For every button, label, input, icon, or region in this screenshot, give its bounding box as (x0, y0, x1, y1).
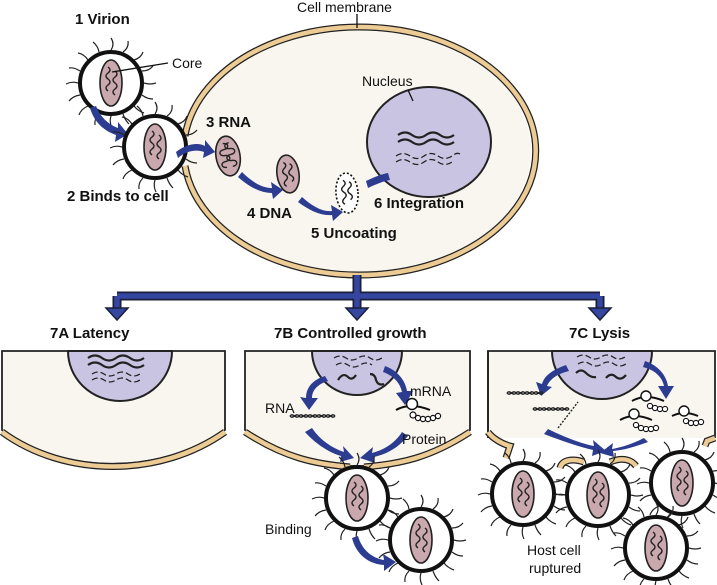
host-cell-ruptured-label-2: ruptured (529, 560, 581, 576)
core-label: Core (172, 55, 203, 71)
arrow-1-to-2 (90, 106, 128, 142)
core-leader (111, 62, 169, 73)
arrow-head-7b (344, 307, 370, 322)
arrow-2-to-3 (176, 140, 215, 158)
rna-label: RNA (265, 400, 295, 416)
nucleus-label: Nucleus (362, 73, 413, 89)
panel-controlled-growth (243, 350, 472, 471)
step-6-label: 6 Integration (374, 195, 464, 212)
outcome-7b-title: 7B Controlled growth (274, 325, 427, 342)
step-1-label: 1 Virion (75, 11, 130, 28)
panel-latency (0, 350, 228, 470)
arrow-3-to-4 (238, 172, 283, 199)
cell-membrane-label: Cell membrane (297, 0, 392, 15)
panel-lysis (485, 350, 717, 470)
nucleus (366, 86, 492, 198)
arrow-5-to-6 (366, 173, 390, 188)
dna-core (275, 154, 301, 194)
lysis-virion-1 (476, 447, 570, 541)
protein-label: Protein (402, 431, 446, 447)
mrna-label: mRNA (410, 383, 452, 399)
arrow-head-7a (104, 307, 130, 322)
host-cell-ruptured-label-1: Host cell (527, 542, 581, 558)
arrow-binding (352, 536, 396, 571)
outcome-7a-title: 7A Latency (50, 325, 130, 342)
uncoated-core (335, 172, 359, 214)
step-4-label: 4 DNA (247, 205, 292, 222)
branch-arrows (104, 275, 613, 322)
arrow-head-7c (587, 307, 613, 322)
arrow-4-to-5 (298, 197, 343, 221)
outcome-7c-title: 7C Lysis (569, 325, 630, 342)
released-virion (374, 493, 468, 585)
step-5-label: 5 Uncoating (311, 225, 397, 242)
binding-label: Binding (265, 521, 312, 537)
step-2-label: 2 Binds to cell (67, 188, 169, 205)
rna-core (214, 135, 242, 177)
nucleus-leader (407, 89, 414, 102)
step-3-label: 3 RNA (206, 114, 251, 131)
